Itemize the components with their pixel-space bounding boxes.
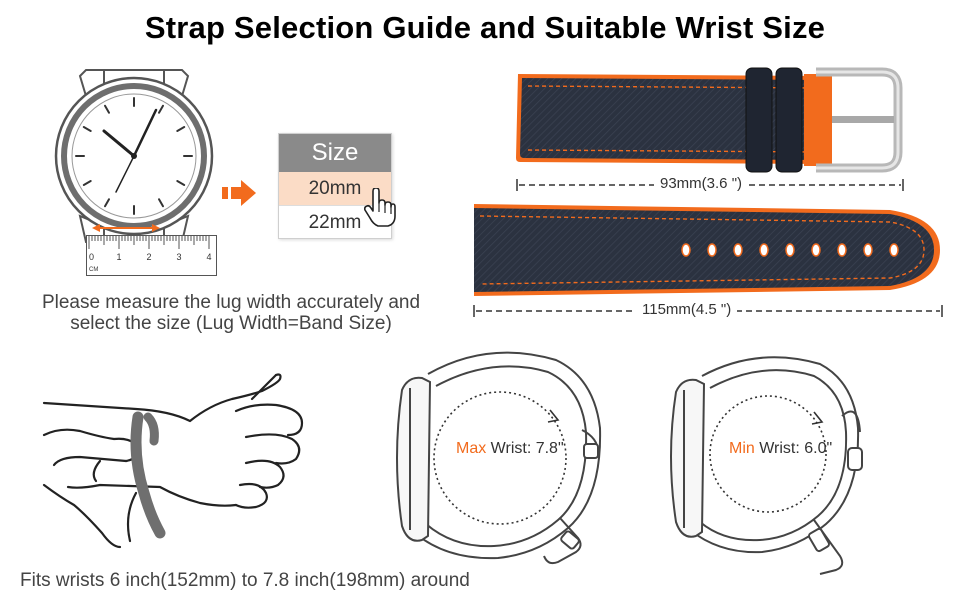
ruler-tick-label: 1 — [116, 252, 121, 262]
size-header: Size — [279, 134, 391, 172]
long-strap-length: 115mm(4.5 ") — [636, 301, 738, 318]
arrow-right-icon — [222, 180, 256, 206]
long-strap-illustration — [474, 204, 940, 296]
max-wrist-label: Max Wrist: 7.8" — [456, 440, 564, 458]
ruler-unit: CM — [89, 267, 98, 273]
fit-caption: Fits wrists 6 inch(152mm) to 7.8 inch(19… — [20, 570, 470, 591]
min-wrist-label: Min Wrist: 6.0" — [729, 440, 832, 458]
ruler-tick-label: 3 — [176, 252, 181, 262]
ruler-tick-label: 0 — [89, 252, 94, 262]
ruler-icon: 0 1 2 3 4 CM — [86, 235, 217, 276]
watch-on-wrist-icon — [396, 351, 602, 565]
size-table: Size 20mm 22mm — [278, 133, 392, 239]
max-wrist-prefix: Max — [456, 440, 487, 457]
short-strap-illustration — [516, 67, 903, 173]
hand-pointer-icon — [364, 188, 396, 227]
measure-caption: Please measure the lug width accurately … — [16, 292, 446, 334]
min-wrist-value: Wrist: 6.0" — [754, 440, 833, 457]
short-strap-length: 93mm(3.6 ") — [654, 175, 749, 192]
measure-caption-line2: select the size (Lug Width=Band Size) — [70, 313, 392, 334]
ruler-tick-label: 4 — [206, 252, 211, 262]
page-title: Strap Selection Guide and Suitable Wrist… — [144, 10, 826, 45]
ruler-tick-label: 2 — [146, 252, 151, 262]
watch-on-wrist-icon — [670, 356, 863, 575]
min-wrist-prefix: Min — [729, 440, 755, 457]
measure-caption-line1: Please measure the lug width accurately … — [41, 292, 421, 313]
watch-illustration — [54, 69, 214, 243]
max-wrist-value: Wrist: 7.8" — [486, 440, 564, 457]
hand-wrist-illustration — [42, 373, 304, 549]
